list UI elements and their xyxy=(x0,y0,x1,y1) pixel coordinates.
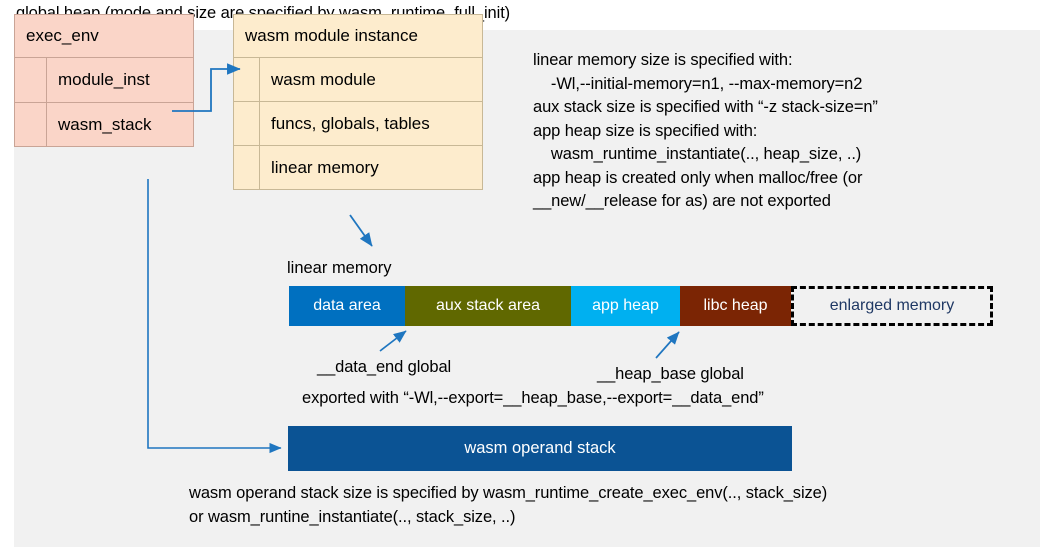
heap-base-global-label: __heap_base global xyxy=(597,365,744,383)
indent-cell xyxy=(15,58,47,102)
wasm-module-instance-struct: wasm module instance wasm module funcs, … xyxy=(233,14,483,190)
exec-env-field-label: wasm_stack xyxy=(58,114,152,134)
module-instance-field-label: funcs, globals, tables xyxy=(271,113,430,133)
exported-with-label: exported with “-Wl,--export=__heap_base,… xyxy=(302,389,764,407)
indent-cell xyxy=(234,102,260,145)
exec-env-struct: exec_env module_inst wasm_stack xyxy=(14,14,194,147)
memory-segment-app-heap: app heap xyxy=(571,286,680,326)
linear-memory-bar: data area aux stack area app heap libc heap… xyxy=(289,286,993,326)
module-instance-field-linear-memory: linear memory xyxy=(233,145,483,190)
module-instance-field-funcs-globals-tables: funcs, globals, tables xyxy=(233,101,483,146)
memory-segment-label: aux stack area xyxy=(435,297,541,314)
module-instance-header: wasm module instance xyxy=(233,14,483,58)
indent-cell xyxy=(234,58,260,101)
wasm-operand-stack-bar: wasm operand stack xyxy=(288,426,792,471)
module-instance-field-label: linear memory xyxy=(271,157,379,177)
exec-env-header: exec_env xyxy=(14,14,194,58)
module-instance-field-wasm-module: wasm module xyxy=(233,57,483,102)
linear-memory-bar-label: linear memory xyxy=(287,259,392,277)
exec-env-field-module-inst: module_inst xyxy=(14,57,194,103)
memory-segment-data-area: data area xyxy=(289,286,405,326)
linear-memory-notes: linear memory size is specified with: -W… xyxy=(533,51,878,210)
module-instance-header-label: wasm module instance xyxy=(245,26,418,45)
wasm-operand-stack-label: wasm operand stack xyxy=(464,439,616,457)
memory-segment-label: libc heap xyxy=(703,297,768,314)
memory-segment-aux-stack-area: aux stack area xyxy=(405,286,571,326)
indent-cell xyxy=(15,103,47,146)
memory-segment-label: app heap xyxy=(592,297,659,314)
memory-segment-label: data area xyxy=(313,297,381,314)
memory-segment-label: enlarged memory xyxy=(829,297,955,314)
exec-env-header-label: exec_env xyxy=(26,26,99,45)
module-instance-field-label: wasm module xyxy=(271,69,376,89)
exec-env-field-label: module_inst xyxy=(58,70,150,89)
memory-segment-enlarged-memory: enlarged memory xyxy=(791,286,993,326)
memory-segment-libc-heap: libc heap xyxy=(680,286,791,326)
exec-env-field-wasm-stack: wasm_stack xyxy=(14,102,194,147)
indent-cell xyxy=(234,146,260,189)
data-end-global-label: __data_end global xyxy=(317,358,452,376)
operand-stack-notes: wasm operand stack size is specified by … xyxy=(189,484,828,526)
